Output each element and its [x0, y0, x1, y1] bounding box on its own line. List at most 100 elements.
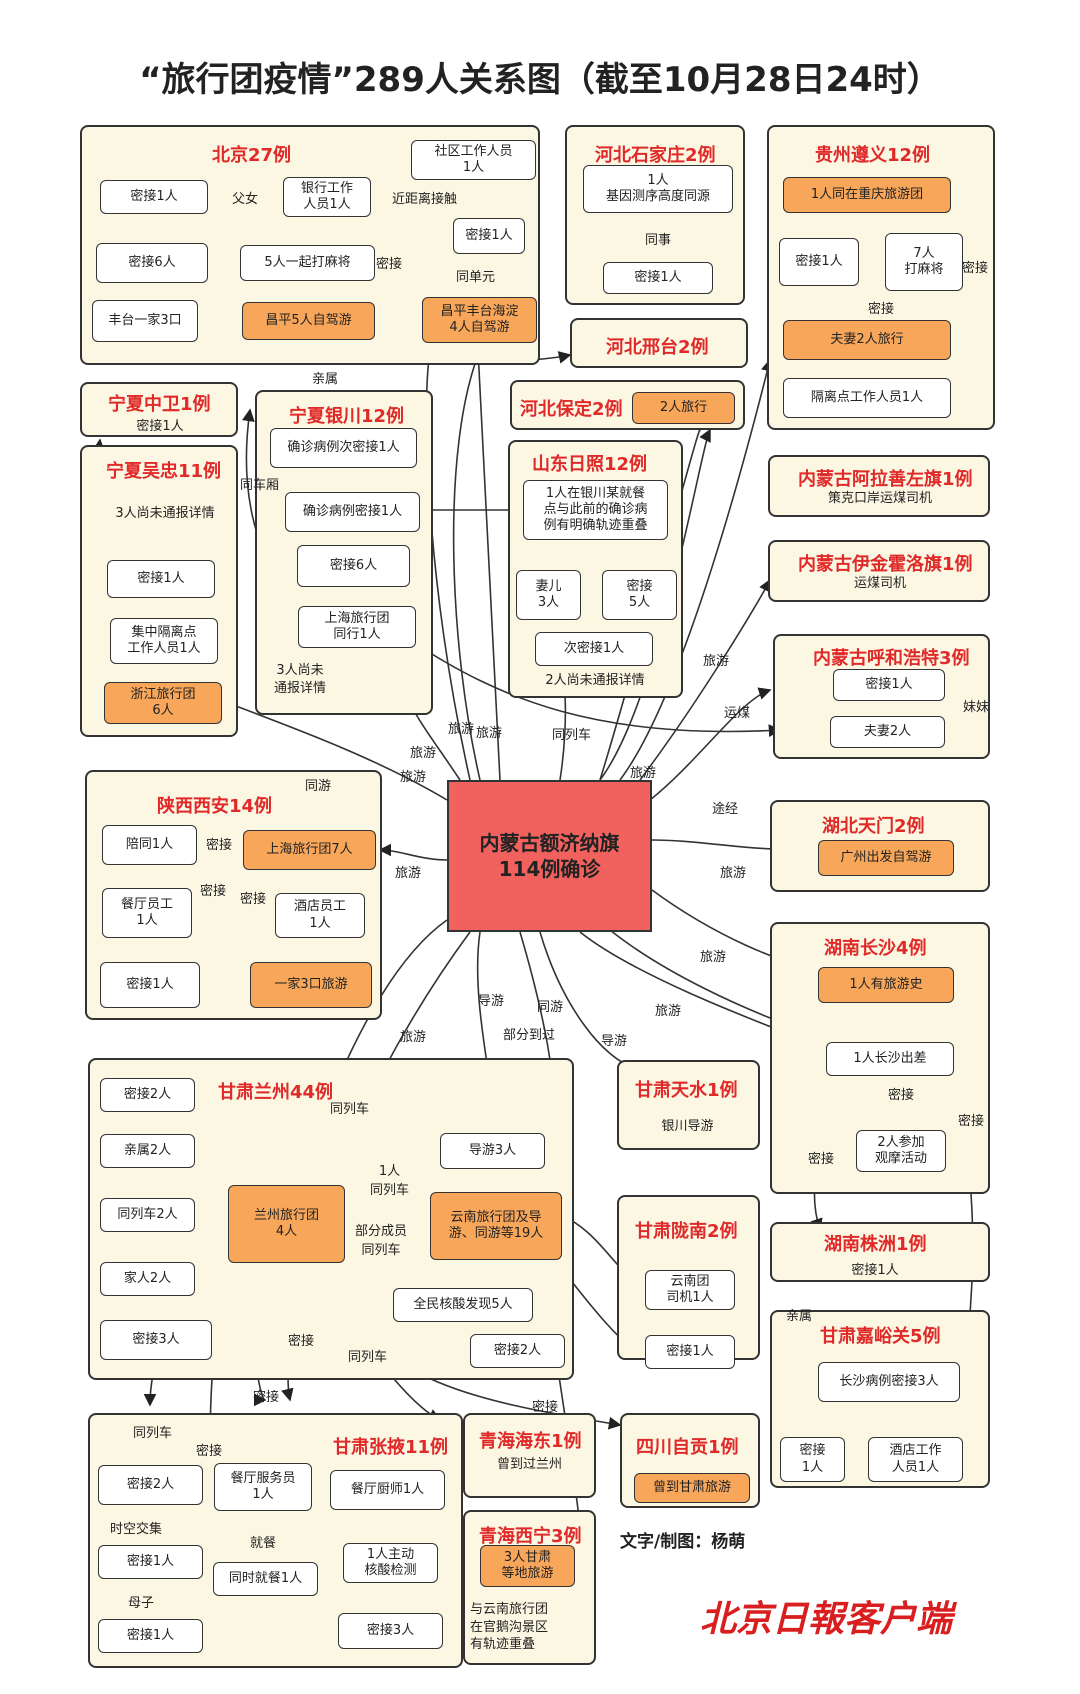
edge-label: 1人 同列车: [370, 1164, 410, 1198]
node-zhejiang-group: 浙江旅行团 6人: [104, 682, 222, 724]
node-close-contact-2: 密接2人: [470, 1334, 565, 1368]
node-unreported-3: 3人尚未 通报详情: [273, 663, 326, 696]
edge-label: 旅游: [395, 866, 422, 881]
region-title: 陕西西安14例: [157, 796, 273, 817]
page-title: “旅行团疫情”289人关系图（截至10月28日24时）: [139, 60, 941, 100]
node-couple: 夫妻2人: [830, 716, 945, 748]
node-close-contact: 密接1人: [98, 1545, 203, 1579]
node-travel-history: 1人有旅游史: [818, 967, 954, 1003]
edge-line: [452, 348, 482, 781]
edge-label: 近距离接触: [392, 192, 458, 207]
node-family-trip: 一家3口旅游: [250, 962, 372, 1008]
edge-label: 途经: [712, 802, 739, 817]
node-close-contact: 密接1人: [107, 560, 215, 598]
edge-label: 旅游: [400, 1030, 427, 1045]
node-hotel-staff: 酒店工作 人员1人: [868, 1437, 963, 1482]
node-mahjong-7: 7人 打麻将: [885, 233, 963, 291]
node-close-contact-6: 密接6人: [297, 545, 410, 587]
node-guangzhou-drive: 广州出发自驾游: [818, 840, 954, 876]
edge-label: 同游: [537, 1000, 564, 1015]
node-bank-worker: 银行工作 人员1人: [283, 177, 371, 217]
node-yunnan-driver: 云南团 司机1人: [645, 1270, 735, 1310]
region-title: 河北邢台2例: [606, 337, 709, 358]
node-close-contact: 密接1人: [136, 419, 184, 434]
node-close-contact: 密接1人: [779, 238, 859, 286]
node-tour-guides-3: 导游3人: [440, 1133, 545, 1169]
edge-line: [378, 843, 448, 861]
node-close-contact: 密接1人: [833, 669, 945, 701]
node-close-contact-3: 密接3人: [338, 1613, 443, 1649]
edge-label: 母子: [128, 1596, 155, 1611]
edge-label: 密接: [888, 1088, 915, 1103]
region-title: 贵州遵义12例: [815, 145, 931, 166]
region-xingtai: 河北邢台2例: [570, 318, 748, 368]
node-been-lanzhou: 曾到过兰州: [496, 1457, 562, 1472]
node-gansu-tour-3: 3人甘肃 等地旅游: [480, 1545, 575, 1587]
node-coal-driver: 运煤司机: [853, 576, 906, 591]
edge-label: 部分成员 同列车: [355, 1224, 408, 1258]
edge-label: 旅游: [700, 950, 727, 965]
node-yunnan-overlap: 与云南旅行团 在官鹅沟景区 有轨迹重叠: [470, 1602, 549, 1653]
edge-label: 亲属: [312, 372, 339, 387]
node-co-diner: 同时就餐1人: [213, 1562, 318, 1596]
edge-label: 密接: [376, 257, 403, 272]
edge-label: 旅游: [448, 722, 475, 737]
edge-label: 时空交集: [110, 1522, 163, 1537]
node-close-contact: 密接1人: [603, 262, 713, 294]
node-yunnan-group: 云南旅行团及导 游、同游等19人: [430, 1192, 562, 1260]
node-restaurant-staff: 餐厅员工 1人: [102, 888, 192, 938]
node-secondary-contact: 确诊病例次密接1人: [270, 428, 417, 468]
edge-label: 就餐: [250, 1536, 277, 1551]
node-close-contact: 密接1人: [453, 218, 525, 254]
edge-label: 旅游: [720, 866, 747, 881]
node-changsha-contacts: 长沙病例密接3人: [818, 1362, 960, 1402]
edge-label: 同列车: [552, 728, 592, 743]
node-couple-trip: 夫妻2人旅行: [783, 320, 951, 360]
node-close-contact: 密接1人: [100, 962, 200, 1008]
edge-line: [639, 578, 771, 781]
region-title: 湖南长沙4例: [824, 938, 927, 959]
node-shanghai-companion: 上海旅行团 同行1人: [298, 606, 416, 648]
edge-label: 密接: [958, 1114, 985, 1129]
node-shanghai-group-7: 上海旅行团7人: [243, 830, 376, 870]
region-title: 甘肃嘉峪关5例: [820, 1326, 941, 1347]
edge-label: 父女: [232, 192, 259, 207]
edge-label: 旅游: [655, 1004, 682, 1019]
edge-label: 同列车: [133, 1426, 173, 1441]
region-title: 宁夏吴忠11例: [106, 461, 222, 482]
credit-text: 文字/制图：杨萌: [620, 1532, 746, 1552]
node-changsha-trip: 1人长沙出差: [826, 1042, 954, 1076]
region-title: 宁夏中卫1例: [108, 394, 211, 415]
node-close-contact: 密接1人: [851, 1263, 899, 1278]
node-gene-sequence: 1人 基因测序高度同源: [583, 165, 733, 213]
node-hotel-staff: 酒店员工 1人: [275, 893, 365, 938]
node-restaurant-chef: 餐厅厨师1人: [330, 1470, 445, 1510]
node-companion: 陪同1人: [102, 825, 197, 865]
edge-label: 旅游: [476, 726, 503, 741]
edge-label: 同列车: [348, 1350, 388, 1365]
node-isolation-worker: 隔离点工作人员1人: [783, 378, 951, 418]
region-haidong: 青海海东1例: [463, 1413, 596, 1498]
center-node-ejina: 内蒙古额济纳旗 114例确诊: [447, 780, 652, 932]
region-title: 北京27例: [212, 145, 292, 166]
region-title: 青海西宁3例: [479, 1526, 582, 1547]
edge-label: 密接: [253, 1390, 280, 1405]
edge-label: 密接: [196, 1444, 223, 1459]
region-title: 湖南株洲1例: [824, 1234, 927, 1255]
region-title: 内蒙古伊金霍洛旗1例: [798, 554, 973, 575]
region-title: 青海海东1例: [479, 1431, 582, 1452]
region-title: 湖北天门2例: [822, 816, 925, 837]
region-xining: 青海西宁3例: [463, 1510, 596, 1665]
region-zhongwei: 宁夏中卫1例: [80, 382, 238, 437]
edge-label: 旅游: [703, 654, 730, 669]
region-zhuzhou: 湖南株洲1例: [770, 1222, 990, 1282]
node-close-contact-5: 密接 5人: [602, 570, 677, 620]
node-event-attendees: 2人参加 观摩活动: [856, 1130, 946, 1172]
node-restaurant-waiter: 餐厅服务员 1人: [214, 1463, 312, 1511]
node-community-worker: 社区工作人员 1人: [411, 140, 536, 180]
node-gansu-trip: 曾到甘肃旅游: [634, 1473, 750, 1503]
node-changping-trip: 昌平5人自驾游: [242, 302, 375, 340]
region-title: 内蒙古呼和浩特3例: [813, 648, 970, 669]
edge-label: 密接: [532, 1400, 559, 1415]
node-close-contact-2: 密接2人: [98, 1465, 203, 1505]
